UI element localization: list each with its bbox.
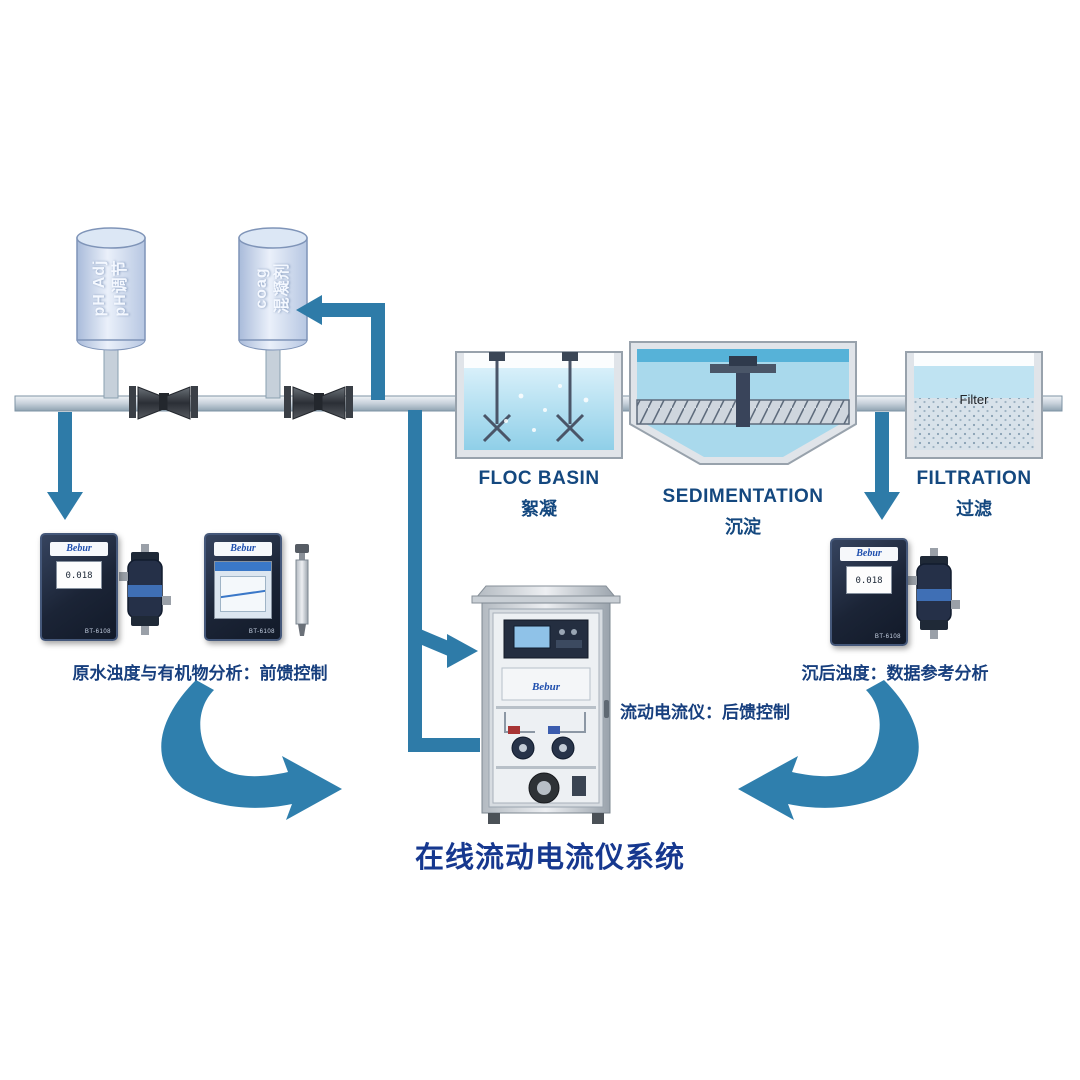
floc-basin-label-en: FLOC BASIN xyxy=(478,468,600,489)
static-mixer-2 xyxy=(284,386,353,420)
ph-tank-label: pH Adj pH调节 xyxy=(89,228,133,348)
sedimentation-label-en: SEDIMENTATION xyxy=(662,486,824,507)
curved-arrow-right xyxy=(738,680,919,820)
drive-bridge xyxy=(710,364,776,373)
panel-screen: 0.018 xyxy=(846,566,892,594)
floc-basin-label-zh: 絮凝 xyxy=(521,499,557,519)
panel-screen: 0.018 xyxy=(56,561,102,589)
flow-cell-right xyxy=(908,548,960,639)
reference-arrows xyxy=(161,680,919,820)
panel-model: BT-6108 xyxy=(874,634,901,640)
controller-screen xyxy=(513,625,551,649)
coag-tank-label-en: coag xyxy=(253,267,270,309)
drive-shaft xyxy=(736,373,750,427)
left-caption: 原水浊度与有机物分析：前馈控制 xyxy=(72,664,328,683)
system-title: 在线流动电流仪系统 xyxy=(414,842,685,874)
flow-cell-left xyxy=(119,544,171,635)
touchscreen-header xyxy=(215,562,271,571)
touchscreen-trend xyxy=(220,576,266,612)
ph-tank-label-zh: pH调节 xyxy=(112,259,129,317)
panel-brand: Bebur xyxy=(214,542,272,556)
settled-turbidity-analyzer-panel: Bebur 0.018 BT-6108 xyxy=(830,538,908,646)
filter-media-label: Filter xyxy=(959,392,989,407)
right-caption: 沉后浊度：数据参考分析 xyxy=(801,664,989,683)
floc-basin-label: FLOC BASIN 絮凝 xyxy=(456,468,622,521)
flow-arrows xyxy=(47,295,900,752)
filtration-label-zh: 过滤 xyxy=(956,499,992,519)
filter-media xyxy=(914,398,1034,450)
panel-brand: Bebur xyxy=(840,547,898,561)
cabinet-brand-label: Bebur xyxy=(531,681,561,693)
analyzer-box xyxy=(501,667,591,701)
coag-tank-label: coag 混凝剂 xyxy=(251,228,295,348)
arrow-sample-to-cabinet xyxy=(408,410,480,752)
static-mixer-1 xyxy=(129,386,198,420)
sc-analyzer-cabinet: Bebur xyxy=(471,585,621,824)
sedimentation-label-zh: 沉淀 xyxy=(725,517,761,537)
cabinet-handle xyxy=(604,700,609,718)
coagulant-tank xyxy=(238,227,308,399)
curved-arrow-left xyxy=(161,680,342,820)
floc-basin xyxy=(455,351,623,459)
filtration-basin xyxy=(905,351,1043,459)
arrow-raw-water-sample xyxy=(47,412,83,520)
mixer-2 xyxy=(555,352,585,443)
ph-tank-label-en: pH Adj xyxy=(91,259,108,317)
center-caption: 流动电流仪：后馈控制 xyxy=(620,703,790,722)
panel-model: BT-6108 xyxy=(84,629,111,635)
panel-touchscreen xyxy=(214,561,272,619)
sedimentation-basin xyxy=(629,341,857,465)
ph-tank xyxy=(76,227,146,399)
turbidity-analyzer-panel: Bebur 0.018 BT-6108 xyxy=(40,533,118,641)
organics-analyzer-panel: Bebur BT-6108 xyxy=(204,533,282,641)
filtration-label: FILTRATION 过滤 xyxy=(906,468,1042,521)
drive-motor xyxy=(729,356,757,366)
arrow-settled-water-sample xyxy=(864,412,900,520)
filtration-label-en: FILTRATION xyxy=(916,468,1032,489)
probe-electrode xyxy=(295,544,309,636)
panel-brand: Bebur xyxy=(50,542,108,556)
arrow-coag-dosing-feedback xyxy=(296,295,385,400)
bubbles xyxy=(504,384,589,432)
coag-tank-label-zh: 混凝剂 xyxy=(274,262,291,314)
panel-model: BT-6108 xyxy=(248,629,275,635)
sedimentation-label: SEDIMENTATION 沉淀 xyxy=(628,486,858,539)
